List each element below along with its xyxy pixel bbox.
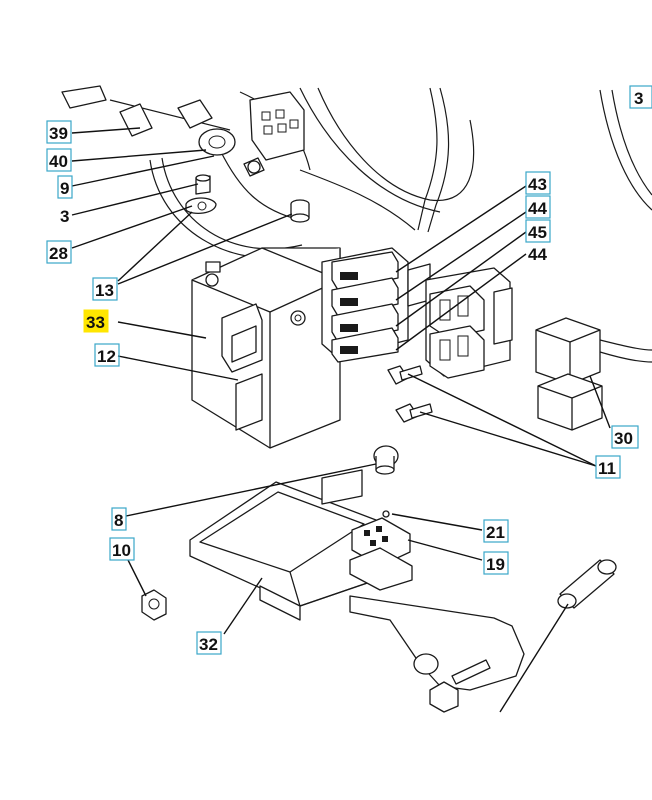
mounting-tray: [189, 469, 377, 621]
callout-32: 32: [196, 631, 222, 655]
callout-40: 40: [46, 148, 72, 172]
svg-text:12: 12: [97, 347, 116, 366]
terminal-19: [349, 510, 413, 591]
callout-28: 28: [46, 240, 72, 264]
top-connectors: [61, 85, 305, 215]
svg-text:40: 40: [49, 152, 68, 171]
leader-lines: [71, 127, 611, 713]
bolt-8: [373, 445, 399, 475]
bracket-arm: [349, 595, 525, 691]
callout-3-left: 3: [60, 207, 69, 226]
bolt-13: [290, 199, 310, 223]
callout-39: 39: [46, 120, 72, 144]
svg-text:28: 28: [49, 244, 68, 263]
svg-text:11: 11: [598, 459, 616, 478]
callout-19: 19: [483, 551, 509, 575]
bolts-11: [387, 365, 433, 423]
callout-44-bottom: 44: [528, 245, 547, 264]
spacer-tube: [557, 559, 617, 609]
callout-21: 21: [483, 519, 509, 543]
callout-8: 8: [111, 507, 127, 531]
svg-text:32: 32: [199, 635, 218, 654]
relays: [535, 317, 603, 431]
callout-30: 30: [611, 425, 639, 449]
nut-10: [141, 589, 167, 621]
callout-43: 43: [525, 171, 551, 195]
callout-45: 45: [525, 219, 551, 243]
svg-text:13: 13: [95, 281, 114, 300]
callout-33-highlighted: 33: [83, 309, 109, 333]
callout-12: 12: [94, 343, 120, 367]
svg-text:43: 43: [528, 175, 547, 194]
control-box: [191, 247, 341, 449]
callout-13: 13: [92, 277, 118, 301]
svg-text:39: 39: [49, 124, 68, 143]
callout-11: 11: [595, 455, 621, 479]
callout-3-right: 3: [629, 85, 652, 109]
svg-text:45: 45: [528, 223, 547, 242]
svg-text:9: 9: [60, 179, 69, 198]
callout-44-top: 44: [525, 195, 551, 219]
svg-text:3: 3: [60, 207, 69, 226]
svg-text:8: 8: [114, 511, 123, 530]
svg-text:44: 44: [528, 245, 547, 264]
relay-holder: [425, 267, 513, 379]
svg-text:19: 19: [486, 555, 505, 574]
svg-text:44: 44: [528, 199, 547, 218]
svg-text:10: 10: [112, 541, 131, 560]
bolt-bottom: [429, 659, 491, 713]
svg-text:33: 33: [86, 313, 105, 332]
callout-9: 9: [57, 175, 73, 199]
svg-text:30: 30: [614, 429, 633, 448]
fuse-block: [321, 247, 431, 363]
callout-10: 10: [109, 537, 135, 561]
svg-text:3: 3: [634, 89, 643, 108]
svg-text:21: 21: [486, 523, 505, 542]
